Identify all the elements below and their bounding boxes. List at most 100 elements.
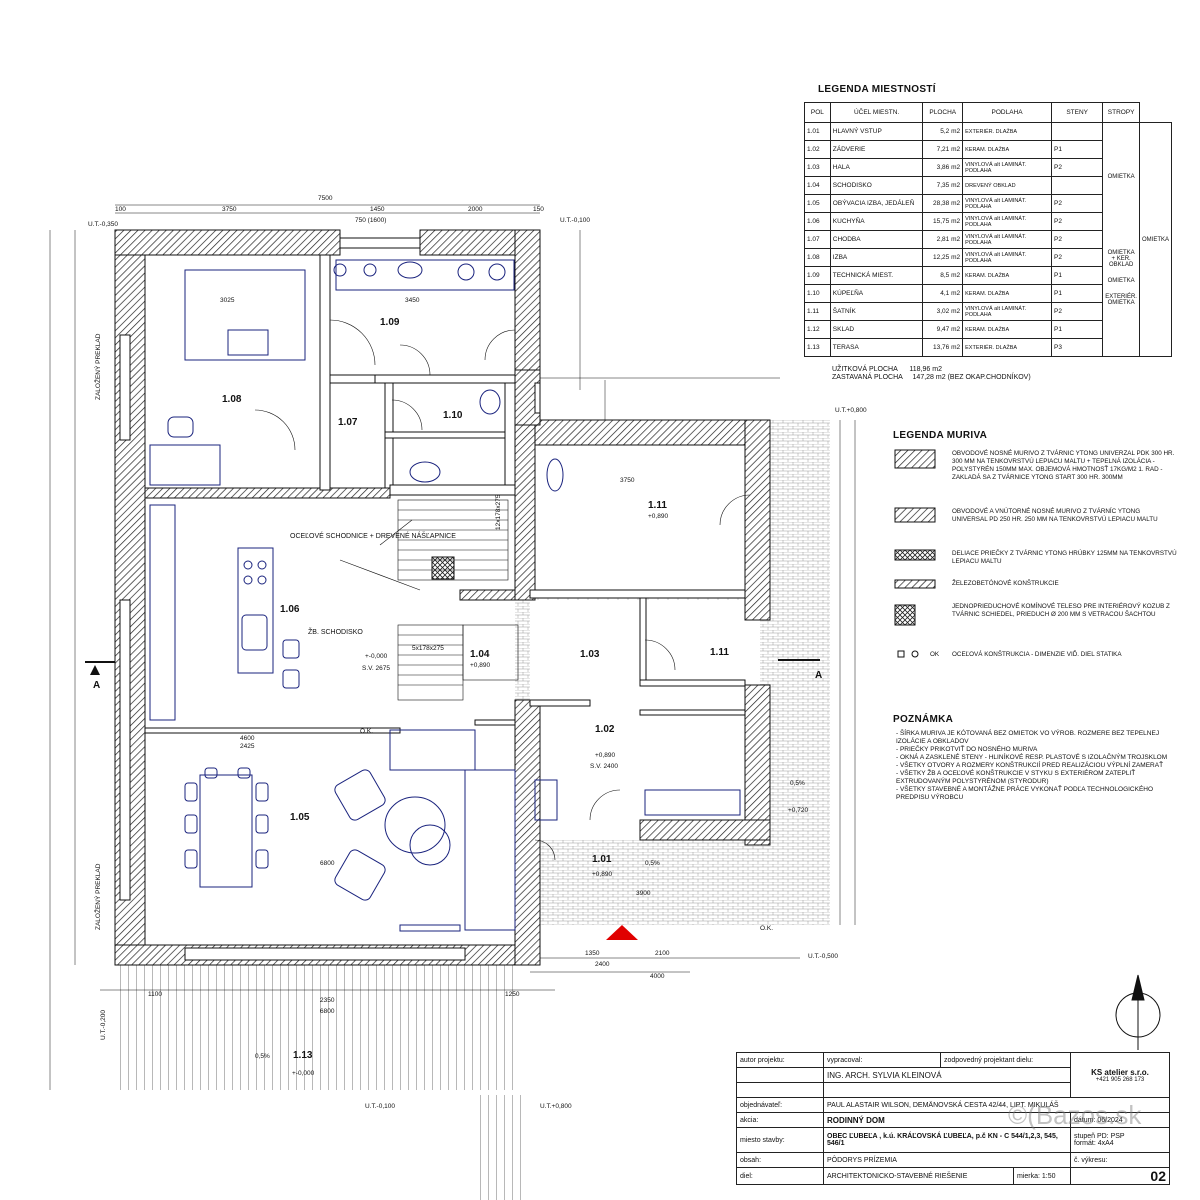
furniture: [149, 259, 741, 932]
legend-cell-area: 2,81 m2: [922, 230, 964, 249]
legend-cell-area: 3,86 m2: [922, 158, 964, 177]
level-labels: +0,890 +0,890 +0,890 S.V. 2400 +0,890 +-…: [255, 513, 808, 1077]
svg-text:U.T.-0,200: U.T.-0,200: [100, 1010, 107, 1040]
svg-text:3900: 3900: [636, 890, 651, 897]
svg-text:+0,890: +0,890: [648, 513, 668, 520]
svg-text:+0,890: +0,890: [470, 662, 490, 669]
firm-logo: KS atelier s.r.o. +421 905 268 173: [1070, 1052, 1170, 1098]
usable-area-row: UŽITKOVÁ PLOCHA 118,96 m2: [832, 366, 942, 373]
svg-text:2350: 2350: [320, 997, 335, 1004]
legend-cell-code: P2: [1051, 194, 1104, 213]
legend-cell-name: ŠATNÍK: [829, 302, 924, 321]
svg-text:O.K.: O.K.: [760, 925, 773, 932]
legend-rooms-title: LEGENDA MIESTNOSTÍ: [818, 84, 936, 95]
svg-text:3750: 3750: [620, 477, 635, 484]
svg-text:U.T.-0,500: U.T.-0,500: [808, 953, 838, 960]
room-1-10: 1.10: [443, 410, 463, 421]
legend-wall-swatches: [894, 449, 936, 658]
legend-cell-code: P1: [1051, 284, 1104, 303]
svg-text:A: A: [93, 680, 100, 691]
legend-cell-pol: 1.09: [804, 266, 831, 285]
svg-text:1250: 1250: [505, 991, 520, 998]
notes-list: - ŠÍRKA MURIVA JE KÓTOVANÁ BEZ OMIETOK V…: [896, 730, 1168, 801]
legend-cell-area: 7,21 m2: [922, 140, 964, 159]
svg-text:6800: 6800: [320, 1008, 335, 1015]
legend-cell-pol: 1.11: [804, 302, 831, 321]
legend-cell-floor: KERAM. DLAŽBA: [962, 140, 1053, 159]
col-area: PLOCHA: [922, 102, 964, 123]
legend-cell-area: 8,5 m2: [922, 266, 964, 285]
legend-cell-floor: VINYLOVÁ alt LAMINÁT. PODLAHA: [962, 302, 1053, 321]
svg-text:U.T.-0,100: U.T.-0,100: [560, 217, 590, 224]
stairs: [397, 499, 519, 701]
legend-wall-4: ŽELEZOBETÓNOVÉ KONŠTRUKCIE: [952, 580, 1059, 587]
svg-text:S.V. 2675: S.V. 2675: [362, 665, 390, 672]
svg-text:S.V. 2400: S.V. 2400: [590, 763, 618, 770]
dimension-text: 7500 100 3750 1450 2000 150 750 (1600) 3…: [115, 195, 670, 1015]
legend-cell-pol: 1.04: [804, 176, 831, 195]
legend-cell-pol: 1.06: [804, 212, 831, 231]
svg-text:3750: 3750: [222, 206, 237, 213]
svg-text:U.T.+0,800: U.T.+0,800: [835, 407, 867, 414]
room-1-05: 1.05: [290, 812, 310, 823]
legend-cell-name: TERASA: [829, 338, 924, 357]
built-area-row: ZASTAVANÁ PLOCHA 147,28 m2 (BEZ OKAP.CHO…: [832, 374, 1031, 381]
legend-cell-area: 3,02 m2: [922, 302, 964, 321]
legend-cell-code: P3: [1051, 338, 1104, 357]
legend-cell-floor: KERAM. DLAŽBA: [962, 320, 1053, 339]
svg-text:150: 150: [533, 206, 544, 213]
legend-cell-floor: VINYLOVÁ alt LAMINÁT. PODLAHA: [962, 230, 1053, 249]
legend-cell-code: P2: [1051, 248, 1104, 267]
room-1-01: 1.01: [592, 854, 612, 865]
col-floor: PODLAHA: [962, 102, 1053, 123]
svg-text:OCEĽOVÉ SCHODNICE + DREVENÉ NÁ: OCEĽOVÉ SCHODNICE + DREVENÉ NÁŠĽAPNICE: [290, 531, 456, 540]
entry-paving: [530, 838, 770, 918]
legend-cell-floor: KERAM. DLAŽBA: [962, 284, 1053, 303]
door-swings: [254, 319, 751, 861]
svg-text:4000: 4000: [650, 973, 665, 980]
legend-cell-area: 28,38 m2: [922, 194, 964, 213]
legend-cell-code: P1: [1051, 140, 1104, 159]
legend-cell-area: 7,35 m2: [922, 176, 964, 195]
legend-cell-code: P2: [1051, 230, 1104, 249]
notes-title: POZNÁMKA: [893, 714, 954, 725]
legend-cell-floor: VINYLOVÁ alt LAMINÁT. PODLAHA: [962, 194, 1053, 213]
svg-text:2100: 2100: [655, 950, 670, 957]
svg-text:ŽB. SCHODISKO: ŽB. SCHODISKO: [308, 627, 363, 636]
svg-text:A: A: [815, 670, 822, 681]
legend-cell-pol: 1.03: [804, 158, 831, 177]
svg-text:100: 100: [115, 206, 126, 213]
interior-walls: [144, 254, 746, 734]
svg-text:7500: 7500: [318, 195, 333, 202]
legend-cell-floor: VINYLOVÁ alt LAMINÁT. PODLAHA: [962, 212, 1053, 231]
legend-rooms-table: POL ÚČEL MIESTN. PLOCHA PODLAHA STENY ST…: [804, 102, 1173, 357]
col-ceiling: STROPY: [1102, 102, 1140, 123]
svg-text:5x178x275: 5x178x275: [412, 645, 444, 652]
chimney: [431, 556, 455, 580]
svg-text:+0,890: +0,890: [595, 752, 615, 759]
legend-cell-floor: KERAM. DLAŽBA: [962, 266, 1053, 285]
svg-text:1450: 1450: [370, 206, 385, 213]
dimension-lines: [49, 204, 856, 1090]
legend-cell-pol: 1.01: [804, 122, 831, 141]
svg-text:1100: 1100: [148, 991, 162, 998]
legend-cell-area: 15,75 m2: [922, 212, 964, 231]
room-1-12: 1.11: [648, 500, 667, 511]
svg-text:6800: 6800: [320, 860, 335, 867]
svg-text:1350: 1350: [585, 950, 600, 957]
legend-cell-name: KÚPEĽŇA: [829, 284, 924, 303]
legend-cell-code: [1051, 176, 1104, 195]
legend-cell-pol: 1.12: [804, 320, 831, 339]
section-marker-left: [85, 661, 115, 675]
svg-text:2400: 2400: [595, 961, 610, 968]
legend-cell-name: HALA: [829, 158, 924, 177]
svg-text:3025: 3025: [220, 297, 235, 304]
room-1-07: 1.07: [338, 417, 358, 428]
room-1-04: 1.04: [470, 649, 490, 660]
